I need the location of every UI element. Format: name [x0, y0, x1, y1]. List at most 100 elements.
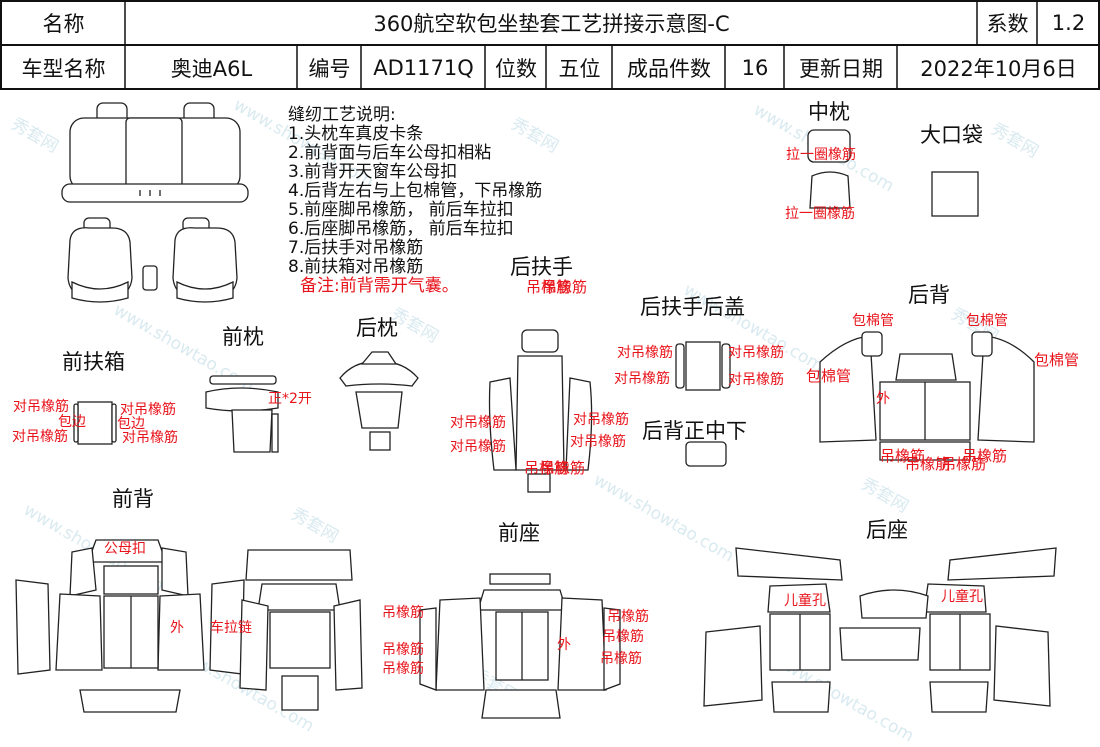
middle-headrest-pieces — [807, 129, 979, 217]
rear-back-center-pieces — [685, 441, 727, 467]
annot-rear-back-elastic-2-text: 吊橡筋 — [905, 455, 951, 473]
annot-middle-headrest-2: 拉一圈橡筋 — [785, 206, 855, 222]
seat-overview-diagram — [61, 102, 249, 303]
section-rear-back: 后背 — [908, 283, 950, 307]
annot-rear-armrest-right-2: 对吊橡筋 — [570, 434, 626, 450]
annot-rear-back-tube-side-left: 包棉管 — [806, 368, 851, 385]
annot-front-seat-right-2: 吊橡筋 — [602, 629, 644, 645]
header-grid — [0, 0, 1100, 90]
section-rear-headrest: 后枕 — [356, 316, 398, 340]
count-value: 16 — [741, 55, 769, 80]
annot-front-seat-left-1: 吊橡筋 — [382, 605, 424, 621]
annot-rear-back-elastic-3-text: 吊橡筋 — [941, 455, 987, 473]
annot-cover-left-2: 对吊橡筋 — [614, 371, 670, 387]
annot-cover-right-1: 对吊橡筋 — [728, 345, 784, 361]
section-middle-headrest: 中枕 — [808, 100, 850, 124]
annot-rear-back-elastic-4-text: 吊橡筋 — [962, 447, 1008, 465]
note-item-7: 7.后扶手对吊橡筋 — [288, 238, 424, 258]
front-box-pieces — [73, 401, 117, 445]
rear-armrest-pieces — [488, 329, 593, 493]
note-item-3: 3.前背开天窗车公母扣 — [288, 162, 458, 182]
rear-armrest-cover-pieces — [675, 341, 731, 391]
annot-front-back-zipper: 车拉链 — [210, 620, 252, 636]
name-label: 名称 — [42, 12, 85, 36]
section-front-headrest: 前枕 — [222, 325, 264, 349]
code-value: AD1171Q — [373, 55, 474, 80]
section-rear-back-center: 后背正中下 — [642, 419, 747, 443]
annot-cover-left-1: 对吊橡筋 — [617, 345, 673, 361]
section-rear-armrest: 后扶手 — [510, 255, 573, 279]
front-back-pieces — [15, 539, 363, 713]
annot-front-seat-outer: 外 — [557, 637, 571, 653]
annot-rear-seat-child-left: 儿童孔 — [784, 593, 826, 609]
section-front-seat: 前座 — [498, 521, 540, 545]
annot-rear-back-tube-side-right-text: 包棉管 — [1034, 351, 1080, 369]
annot-rear-armrest-right-1: 对吊橡筋 — [573, 412, 629, 428]
rear-seat-pieces — [703, 547, 1057, 713]
annot-rear-armrest-bottom-text-2: 吊橡筋 — [540, 460, 585, 477]
front-seat-pieces — [419, 573, 621, 719]
rear-back-pieces — [819, 331, 1035, 461]
annot-front-box-edge-right: 包边 — [117, 416, 145, 432]
series-label: 系数 — [986, 12, 1029, 36]
annot-front-seat-left-2: 吊橡筋 — [382, 642, 424, 658]
annot-cover-right-2: 对吊橡筋 — [728, 372, 784, 388]
annot-front-box-edge-left: 包边 — [58, 414, 86, 430]
annot-rear-armrest-left-1: 对吊橡筋 — [450, 415, 506, 431]
date-value: 2022年10月6日 — [920, 56, 1077, 81]
annot-rear-back-elastic-1: 吊橡筋 — [880, 448, 925, 465]
code-label: 编号 — [308, 56, 351, 81]
date-label: 更新日期 — [799, 56, 883, 81]
annot-rear-back-tube-left: 包棉管 — [852, 313, 894, 329]
annot-rear-back-elastic-1-text: 吊橡筋 — [880, 448, 925, 465]
annot-front-seat-left-3: 吊橡筋 — [382, 661, 424, 677]
annot-front-box-left-1: 对吊橡筋 — [13, 399, 69, 415]
seats-value: 五位 — [558, 56, 601, 81]
seats-label: 位数 — [495, 56, 537, 81]
section-front-back: 前背 — [112, 487, 154, 511]
annot-rear-armrest-left-2: 对吊橡筋 — [450, 439, 506, 455]
notes-remark: 备注:前背需开气囊。 — [300, 276, 459, 296]
note-item-4: 4.后背左右与上包棉管，下吊橡筋 — [288, 181, 543, 201]
annot-rear-back-tube-right: 包棉管 — [966, 313, 1008, 329]
annot-front-box-left-2: 对吊橡筋 — [12, 429, 68, 445]
annot-rear-armrest-bottom-text: 吊橡筋 — [524, 459, 570, 477]
annot-rear-back-tube-side-right: 包棉管 — [1034, 351, 1080, 369]
annot-rear-armrest-top-text-2: 吊橡筋 — [542, 278, 588, 296]
note-item-6: 6.后座脚吊橡筋， 前后车拉扣 — [288, 219, 514, 239]
annot-rear-back-elastic-3: 吊橡筋 — [941, 455, 987, 473]
note-item-1: 1.头枕车真皮卡条 — [288, 124, 424, 144]
note-item-5: 5.前座脚吊橡筋， 前后车拉扣 — [288, 200, 514, 220]
note-item-2: 2.前背面与后车公母扣相粘 — [288, 143, 492, 163]
car-value: 奥迪A6L — [170, 56, 253, 81]
section-big-pocket: 大口袋 — [920, 123, 983, 147]
diagram-title: 360航空软包坐垫套工艺拼接示意图-C — [373, 12, 730, 36]
annot-front-seat-right-3: 吊橡筋 — [600, 651, 642, 667]
annot-rear-armrest-top-text: 吊橡筋 — [526, 278, 572, 296]
annot-front-box-right-1: 对吊橡筋 — [120, 402, 176, 418]
annot-middle-headrest-1: 拉一圈橡筋 — [786, 147, 856, 163]
car-label: 车型名称 — [21, 56, 106, 81]
annot-rear-back-elastic-4: 吊橡筋 — [962, 447, 1008, 465]
section-rear-seat: 后座 — [866, 518, 908, 542]
front-headrest-pieces — [205, 375, 279, 453]
rear-headrest-pieces — [339, 351, 419, 451]
annot-rear-back-tube-side-left-text: 包棉管 — [806, 368, 851, 385]
annot-rear-armrest-bottom: 吊橡筋吊橡筋 — [518, 459, 585, 477]
annot-rear-back-elastic-2: 吊橡筋 — [905, 455, 951, 473]
notes-heading: 缝纫工艺说明: — [288, 105, 396, 125]
section-rear-armrest-cover: 后扶手后盖 — [640, 295, 745, 319]
annot-rear-seat-child-right: 儿童孔 — [941, 589, 983, 605]
annot-front-box-right-2: 对吊橡筋 — [122, 430, 178, 446]
annot-front-seat-right-1: 吊橡筋 — [607, 609, 649, 625]
annot-rear-armrest-top: 吊橡筋吊橡筋 — [522, 278, 588, 296]
annot-rear-back-outer: 外 — [876, 391, 890, 407]
header-table: 名称 360航空软包坐垫套工艺拼接示意图-C 系数 1.2 车型名称 奥迪A6L… — [0, 0, 1100, 90]
note-item-8: 8.前扶箱对吊橡筋 — [288, 257, 424, 277]
annot-front-back-outer: 外 — [170, 620, 184, 636]
annot-front-headrest: 正*2开 — [268, 391, 312, 407]
section-front-box: 前扶箱 — [62, 350, 125, 374]
series-value: 1.2 — [1051, 11, 1086, 35]
annot-front-back-buckle: 公母扣 — [104, 541, 146, 557]
